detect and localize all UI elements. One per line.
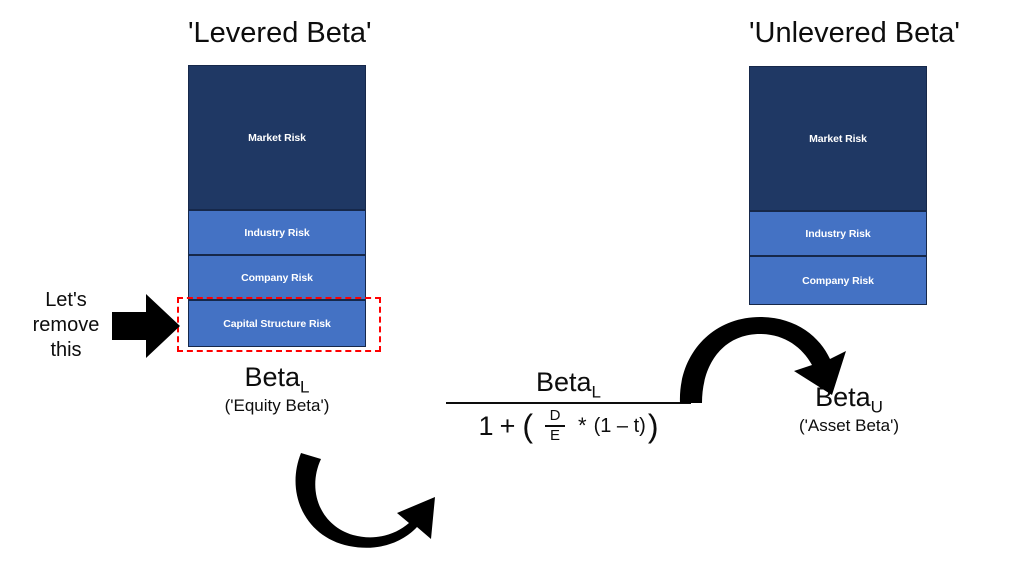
beta-l-subscript: L: [300, 377, 310, 397]
formula-numerator-main: Beta: [535, 367, 592, 397]
debt-to-equity-fraction: D E: [545, 408, 565, 444]
beta-l-main-text: Beta: [244, 362, 301, 392]
formula-tax-term: (1 – t): [593, 414, 646, 437]
segment-company-risk: Company Risk: [188, 255, 366, 300]
right-pointing-arrow-icon: [112, 294, 180, 358]
remove-note-line-1: Let's: [45, 289, 87, 311]
levered-beta-stack: Market Risk Industry Risk Company Risk C…: [188, 65, 366, 347]
curved-arrow-down-right-icon: [295, 453, 435, 548]
formula-numerator: BetaL: [446, 366, 691, 402]
formula-equity: E: [549, 426, 560, 444]
capital-structure-highlight-box: [177, 297, 381, 352]
formula-plus-sign: +: [499, 410, 516, 441]
formula-numerator-subscript: L: [591, 382, 601, 402]
remove-note-line-2: remove: [32, 314, 100, 336]
segment-market-risk-unlevered: Market Risk: [749, 66, 927, 211]
debt-equity-fraction-bar: [545, 425, 565, 427]
formula-denominator: 1 + ( D E * (1 – t) ): [446, 406, 691, 444]
beta-l-symbol: BetaL: [177, 362, 377, 397]
remove-note-line-3: this: [50, 339, 82, 361]
segment-company-risk-unlevered: Company Risk: [749, 256, 927, 305]
levered-beta-label: BetaL ('Equity Beta'): [177, 362, 377, 417]
unlevered-beta-title: 'Unlevered Beta': [749, 17, 960, 49]
unlevered-beta-stack: Market Risk Industry Risk Company Risk: [749, 66, 927, 305]
formula-close-paren: ): [647, 407, 659, 444]
segment-industry-risk-unlevered: Industry Risk: [749, 211, 927, 256]
beta-u-subscript: U: [870, 397, 883, 417]
curved-arrow-up-right-icon: [679, 317, 846, 403]
formula-multiply-sign: *: [578, 412, 587, 438]
segment-capital-structure-risk: Capital Structure Risk: [188, 300, 366, 347]
formula-open-paren: (: [522, 407, 533, 444]
segment-market-risk: Market Risk: [188, 65, 366, 210]
formula-one: 1: [478, 410, 494, 441]
equity-beta-caption: ('Equity Beta'): [224, 396, 330, 415]
segment-industry-risk: Industry Risk: [188, 210, 366, 255]
formula-debt: D: [549, 407, 561, 424]
unlevering-formula: BetaL 1 + ( D E * (1 – t) ): [446, 366, 691, 444]
asset-beta-caption: ('Asset Beta'): [798, 416, 900, 435]
remove-this-note: Let's remove this: [14, 288, 118, 363]
levered-beta-title: 'Levered Beta': [188, 17, 372, 49]
formula-fraction-bar: [446, 402, 691, 404]
